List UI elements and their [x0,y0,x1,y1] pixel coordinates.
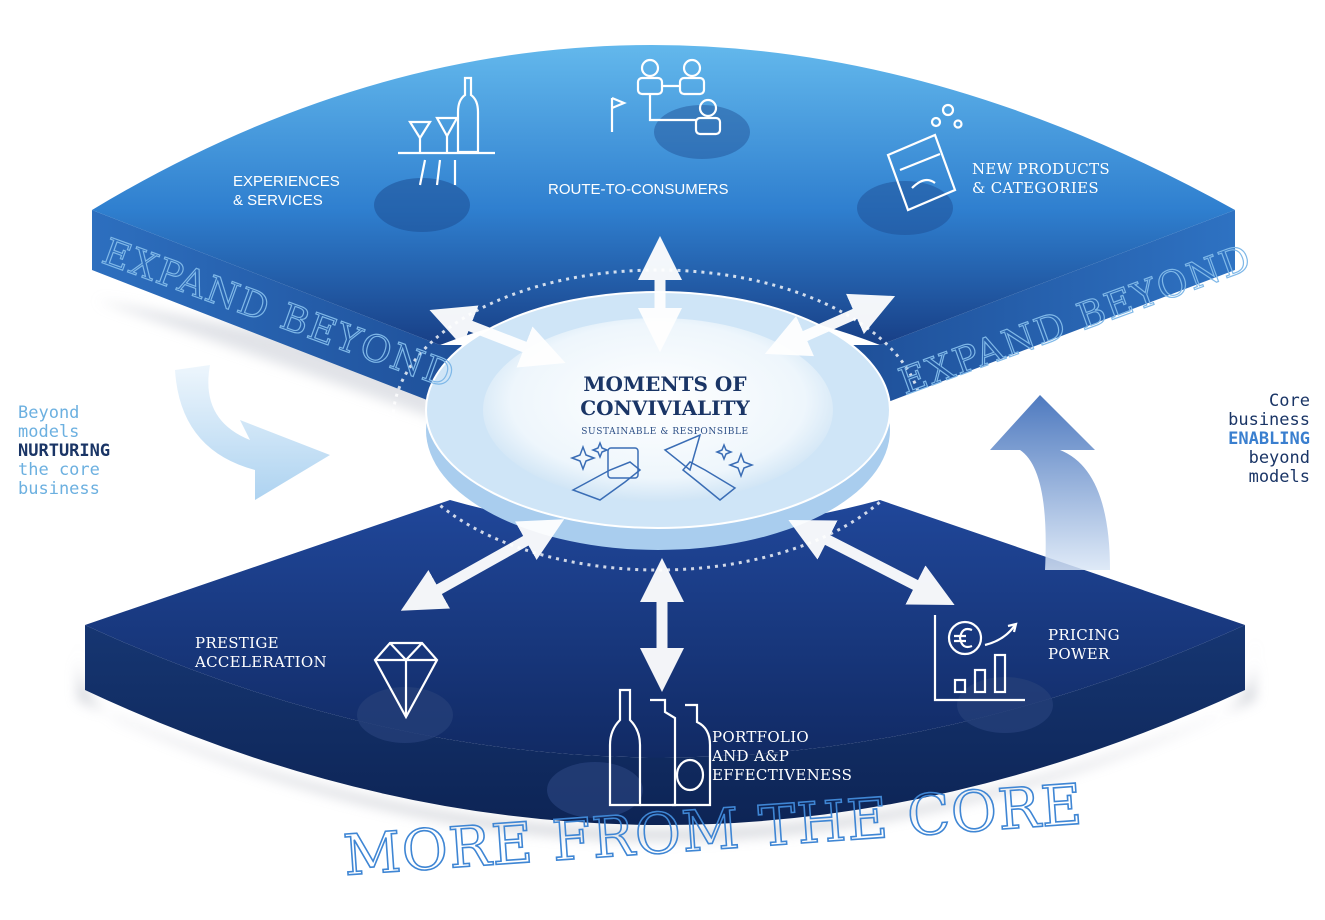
label-line: PORTFOLIO [712,728,810,746]
note-line: Beyond [18,403,80,423]
note-line: models [1248,467,1310,487]
label-portfolio: PORTFOLIO AND A&P EFFECTIVENESS [712,728,852,785]
hub-title-line: MOMENTS OF [583,372,747,396]
label-experiences: EXPERIENCES & SERVICES [233,172,340,210]
label-line: EFFECTIVENESS [712,766,853,784]
label-line: EXPERIENCES [233,173,340,190]
hub-subtitle: SUSTAINABLE & RESPONSIBLE [581,427,749,437]
enabling-arrow [990,395,1110,570]
top-band-surface [92,45,1235,345]
hub-title-line: CONVIVIALITY [580,396,750,420]
halo-route [654,105,750,159]
label-line: NEW PRODUCTS [972,160,1110,178]
note-line: business [1228,410,1310,430]
nurturing-arrow [175,365,330,500]
label-line: AND A&P [712,747,790,765]
note-line: models [18,422,80,442]
arrow-pricing [788,519,955,606]
right-note: Core business ENABLING beyond models [1180,392,1310,487]
hub-center [483,318,833,502]
note-line: the core [18,460,100,480]
label-prestige: PRESTIGE ACCELERATION [195,634,327,672]
note-line: beyond [1248,448,1310,468]
label-new-products: NEW PRODUCTS & CATEGORIES [972,160,1110,198]
label-line: & CATEGORIES [972,179,1099,197]
label-pricing-power: PRICING POWER [1048,626,1120,664]
label-line: POWER [1048,645,1110,663]
note-emphasis: NURTURING [18,441,111,461]
diamond-icon [373,641,439,720]
dotted-ring [391,268,925,572]
label-line: PRICING [1048,626,1120,644]
label-line: ROUTE-TO-CONSUMERS [548,181,729,198]
bottles-icon [608,688,712,807]
people-network-icon [610,58,722,136]
can-icon [886,103,963,212]
top-band-shadow [96,300,440,420]
label-line: & SERVICES [233,192,323,209]
glasses-tray-icon [398,76,495,186]
halo-experiences [374,178,470,232]
note-line: Core [1269,391,1310,411]
arrow-new-products [764,293,896,357]
note-line: business [18,479,100,499]
arrow-experiences [429,305,566,368]
hub-title: MOMENTS OF CONVIVIALITY [540,372,790,420]
label-line: PRESTIGE [195,634,279,652]
label-line: ACCELERATION [195,653,327,671]
left-note: Beyond models NURTURING the core busines… [18,404,110,499]
note-emphasis: ENABLING [1228,429,1310,449]
halo-new-products [857,181,953,235]
bottom-band-edge [85,625,1245,825]
euro-chart-icon [933,615,1025,702]
toast-icon [569,433,755,501]
connector-arrows [400,236,955,692]
label-route-to-consumers: ROUTE-TO-CONSUMERS [548,180,729,199]
arrow-prestige [400,519,565,611]
top-band-edge [92,210,1235,405]
